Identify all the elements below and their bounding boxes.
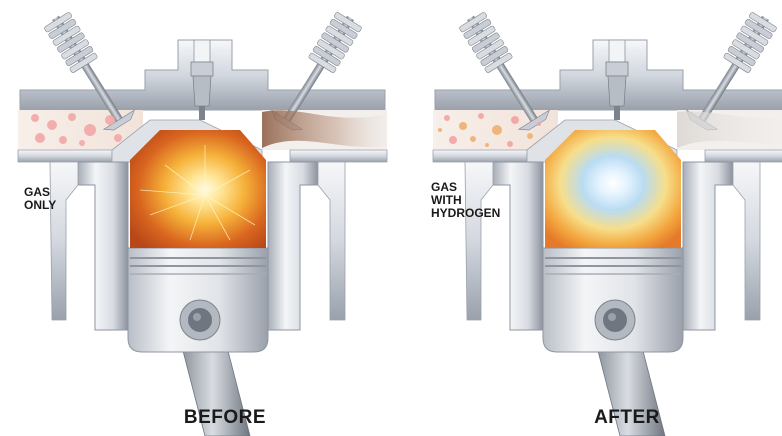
side-label-before: GAS ONLY	[24, 186, 56, 212]
combustion-flame-after	[545, 130, 681, 248]
caption-after: AFTER	[547, 407, 707, 429]
engine-before	[18, 8, 387, 436]
engine-after	[433, 8, 782, 436]
combustion-flame-before	[130, 130, 266, 248]
caption-before: BEFORE	[145, 407, 305, 429]
side-label-after: GAS WITH HYDROGEN	[431, 181, 500, 220]
